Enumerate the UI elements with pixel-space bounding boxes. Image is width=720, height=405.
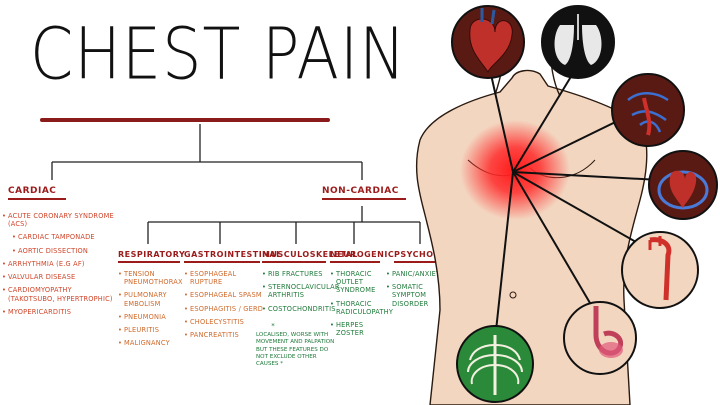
gastrointestinal-list: Esophageal Rupture Esophageal Spasm Esop… [184, 270, 264, 344]
list-item: Cardiac Tamponade [12, 233, 114, 241]
psychogenic-heading: Psychogenic [394, 250, 464, 259]
pulmonary-vessels-icon [611, 73, 685, 147]
list-item: Panic/Anxiety [386, 270, 450, 278]
non-cardiac-heading-underline [322, 198, 406, 200]
list-item: Thoracic Radiculopathy [330, 300, 393, 316]
non-cardiac-heading: Non-Cardiac [322, 186, 399, 196]
list-item: Valvular Disease [2, 273, 114, 281]
list-item: Acute Coronary Syndrome (ACS) [2, 212, 114, 228]
note-asterisk: * [271, 322, 275, 330]
list-item: Tension Pneumothorax [118, 270, 183, 286]
ribcage-icon [456, 325, 534, 403]
list-item: Thoracic Outlet Syndrome [330, 270, 390, 295]
neurogenic-list: Thoracic Outlet Syndrome Thoracic Radicu… [330, 270, 393, 343]
gastrointestinal-heading-underline [184, 261, 260, 263]
list-item: Sternoclavicular Arthritis [262, 283, 339, 299]
torso-navel [509, 291, 517, 299]
title-underline [40, 118, 330, 122]
list-item: Esophagitis / GERD [184, 305, 264, 313]
list-item: Herpes Zoster [330, 321, 390, 337]
gastrointestinal-heading: Gastrointestinal [184, 250, 282, 259]
cardiac-list: Acute Coronary Syndrome (ACS) Cardiac Ta… [2, 212, 114, 321]
musculoskeletal-list: Rib Fractures Sternoclavicular Arthritis… [262, 270, 339, 318]
heart-valve-icon [648, 150, 718, 220]
heart-icon [451, 5, 525, 79]
list-item: Myopericarditis [2, 308, 114, 316]
cardiac-heading: Cardiac [8, 186, 57, 196]
list-item: Malignancy [118, 339, 182, 347]
neurogenic-heading: Neurogenic [330, 250, 395, 259]
list-item: Cholecystitis [184, 318, 264, 326]
cardiac-heading-underline [8, 198, 66, 200]
respiratory-heading-underline [118, 261, 180, 263]
radiating-lines [489, 69, 661, 341]
musculoskeletal-note: Localised, worse with movement and palpa… [256, 332, 335, 368]
psychogenic-list: Panic/Anxiety Somatic Symptom Disorder [386, 270, 450, 313]
list-item: Pneumonia [118, 313, 182, 321]
list-item: Esophageal Rupture [184, 270, 264, 286]
list-item: Aortic Dissection [12, 247, 114, 255]
list-item: Pleuritis [118, 326, 182, 334]
page-title: CHEST PAIN [30, 12, 407, 96]
list-item: Rib Fractures [262, 270, 330, 278]
list-item: Cardiomyopathy (Takotsubo, Hypertrophic) [2, 286, 114, 302]
list-item: Pulmonary Embolism [118, 291, 182, 307]
lungs-icon [541, 5, 615, 79]
aorta-icon [621, 231, 699, 309]
list-item: Arrhythmia (e.g AF) [2, 260, 114, 268]
neurogenic-heading-underline [330, 261, 380, 263]
musculoskeletal-heading: Musculoskeletal [262, 250, 358, 259]
respiratory-list: Tension Pneumothorax Pulmonary Embolism … [118, 270, 183, 353]
list-item: Costochondritis [262, 305, 335, 313]
list-item: Pancreatitis [184, 331, 264, 339]
musculoskeletal-heading-underline [262, 261, 326, 263]
psychogenic-heading-underline [394, 261, 446, 263]
list-item: Esophageal Spasm [184, 291, 264, 299]
respiratory-heading: Respiratory [118, 250, 186, 259]
list-item: Somatic Symptom Disorder [386, 283, 450, 308]
esophagus-stomach-icon [563, 301, 637, 375]
